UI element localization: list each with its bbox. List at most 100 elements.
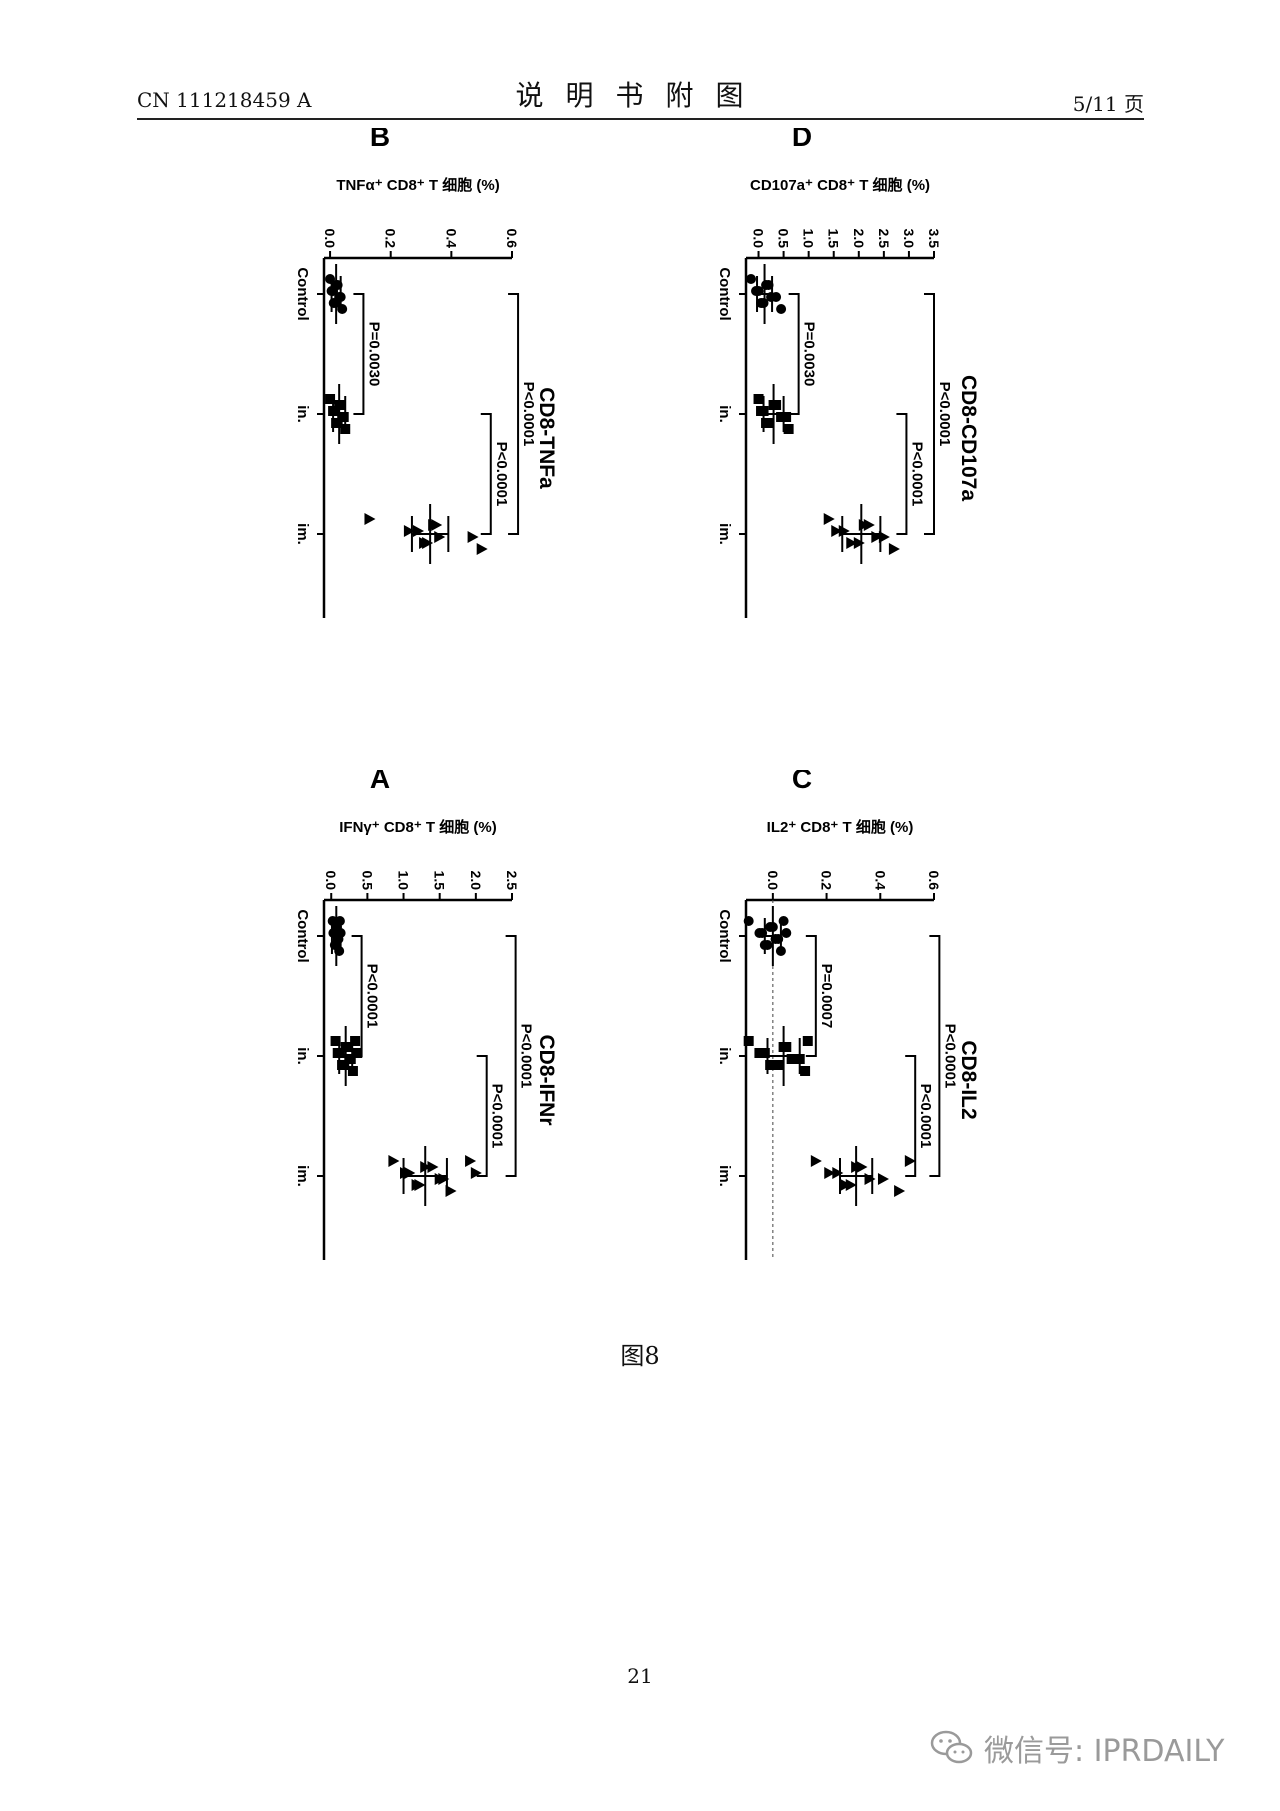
data-point-triangle [413,525,424,537]
p-value-label: P=0.0007 [818,964,835,1029]
data-point-triangle [823,513,835,525]
data-point-triangle [846,537,858,549]
data-point-circle [743,916,754,926]
y-tick-label: 0.5 [776,229,792,249]
x-tick-label: in. [294,1047,311,1065]
data-point-circle [337,304,348,314]
data-point-triangle [470,1167,482,1179]
y-tick-label: 0.0 [322,229,338,249]
panel-letter: D [792,128,812,152]
data-point-triangle [422,537,434,549]
significance-bracket [929,935,941,1177]
p-value-label: P=0.0030 [801,322,818,387]
significance-bracket [896,413,908,535]
y-tick-label: 0.0 [751,229,767,249]
data-point-square [330,1036,341,1046]
chart-title: CD8-CD107a [957,375,980,501]
data-point-triangle [845,1179,857,1191]
y-tick-label: 1.0 [396,871,412,891]
figure-caption: 图8 [620,1342,660,1370]
x-tick-label: Control [294,909,311,962]
page-header: CN 111218459 A 说明书附图 5/11 页 [137,72,1144,120]
data-point-triangle [476,543,488,555]
y-tick-label: 0.6 [926,871,942,891]
significance-bracket [805,935,817,1057]
page-number: 21 [627,1664,653,1688]
significance-bracket [476,1055,488,1177]
data-point-circle [763,280,774,290]
data-point-square [743,1036,754,1046]
page-of-total: 5/11 页 [1072,92,1144,116]
x-tick-label: Control [716,267,733,320]
significance-bracket [788,293,800,415]
y-axis-label: CD107a⁺ CD8⁺ T 细胞 (%) [750,176,930,194]
x-tick-label: im. [294,523,311,545]
document-title: 说明书附图 [515,79,766,112]
p-value-label: P<0.0001 [917,1084,934,1149]
data-point-triangle [877,1173,889,1185]
chart-title: CD8-IFNr [535,1034,558,1125]
p-value-label: P<0.0001 [908,442,925,507]
significance-bracket [480,413,492,535]
data-point-triangle [863,519,875,531]
data-point-triangle [838,525,850,537]
data-point-triangle [404,1167,416,1179]
data-point-square [773,1060,784,1070]
data-point-square [753,394,764,404]
watermark: 微信号: IPRDAILY [930,1726,1224,1770]
watermark-text: 微信号: IPRDAILY [984,1734,1225,1769]
p-value-label: P<0.0001 [936,382,953,447]
data-point-triangle [856,1161,868,1173]
data-point-triangle [465,1155,477,1167]
x-tick-label: Control [294,267,311,320]
data-point-triangle [434,531,446,543]
x-tick-label: in. [716,405,733,423]
chart-title: CD8-TNFa [535,387,558,489]
data-point-triangle [414,1179,426,1191]
panel-letter: B [370,128,390,152]
data-point-triangle [364,513,376,525]
data-point-triangle [431,519,443,531]
p-value-label: P<0.0001 [518,1024,535,1089]
data-point-circle [776,304,787,314]
y-tick-label: 2.5 [504,871,520,891]
header-rule [137,118,1144,120]
y-tick-label: 0.6 [504,229,520,249]
data-point-triangle [853,537,865,549]
x-tick-label: in. [294,405,311,423]
significance-bracket [353,293,365,415]
y-tick-label: 0.0 [765,871,781,891]
y-tick-label: 0.4 [872,871,888,891]
data-point-triangle [810,1155,822,1167]
data-point-square [342,1042,353,1052]
data-point-triangle [403,525,415,537]
y-tick-label: 0.0 [323,871,339,891]
y-tick-label: 3.0 [901,229,917,249]
data-point-triangle [878,531,890,543]
chart-d-svg: D CD107a⁺ CD8⁺ T 细胞 (%) CD8-CD107a 0.0 0.5 1.… [716,128,980,618]
p-value-label: P=0.0030 [365,322,382,387]
document-number: CN 111218459 A [137,88,312,112]
data-point-triangle [832,1167,844,1179]
significance-bracket [924,293,935,535]
data-point-triangle [831,525,843,537]
data-point-circle [758,298,769,308]
y-tick-label: 0.2 [819,871,835,891]
y-tick-label: 2.5 [876,229,892,249]
data-point-square [783,424,794,434]
data-point-triangle [864,1173,876,1185]
data-point-square [763,418,774,428]
data-point-square [335,400,346,410]
data-point-triangle [467,531,479,543]
y-tick-label: 1.5 [826,229,842,249]
chart-title: CD8-IL2 [957,1040,980,1119]
p-value-label: P<0.0001 [520,382,537,447]
data-point-triangle [388,1155,400,1167]
y-axis-label: TNFα⁺ CD8⁺ T 细胞 (%) [336,176,499,194]
p-value-label: P<0.0001 [941,1024,958,1089]
